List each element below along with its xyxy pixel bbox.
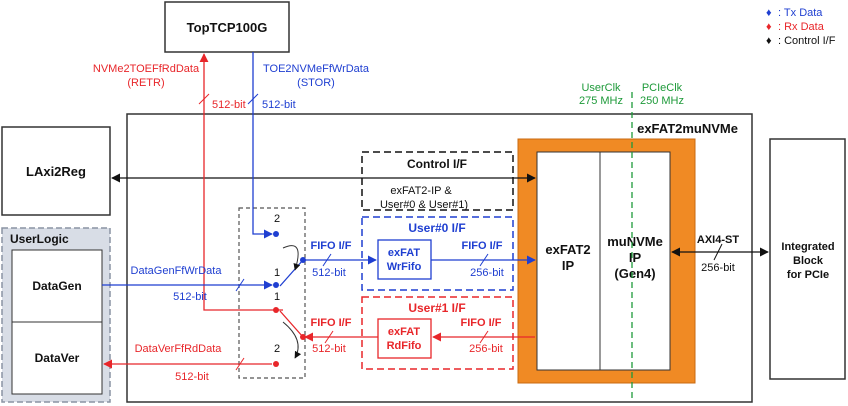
legend-rx-label: : Rx Data (778, 21, 825, 33)
dataver-width: 512-bit (175, 371, 209, 383)
exfat2munvme-block: exFAT2muNVMe (126, 113, 753, 403)
axi4st-label: AXI4-ST (697, 234, 739, 246)
nvme2toe-signal-label: NVMe2TOEFfRdData (93, 63, 200, 75)
rdfifo-width-tick (479, 330, 489, 344)
axi4st-width-tick (713, 243, 723, 261)
pcie-block-label-1: Integrated (781, 241, 834, 253)
wrfifo-label-1: exFAT (388, 247, 420, 259)
nvme2toe-width: 512-bit (212, 99, 246, 111)
pcieclk-label: PCIeClk (642, 82, 683, 94)
control-desc-2: User#0 & User#1) (380, 199, 468, 211)
user0-fifo-if-label: FIFO I/F (311, 240, 352, 252)
mux-out-width-tick (322, 253, 332, 267)
user1-ip-fifo-if-label: FIFO I/F (461, 317, 502, 329)
toe2nvme-stor-label: (STOR) (297, 77, 335, 89)
mux-box (238, 207, 306, 379)
toe2nvme-signal-label: TOE2NVMeFfWrData (263, 63, 370, 75)
user0-ip-width: 256-bit (470, 267, 504, 279)
userclk-freq: 275 MHz (579, 95, 623, 107)
user1-if-label: User#1 I/F (408, 301, 465, 315)
legend-rx-symbol: ♦ (766, 21, 772, 33)
wrfifo-width-tick (479, 253, 489, 267)
toptcp100g-block: TopTCP100G (164, 1, 290, 53)
exfat2munvme-label: exFAT2muNVMe (637, 121, 738, 136)
user0-if-group: User#0 I/F exFAT WrFifo (361, 216, 514, 291)
user0-mux-width: 512-bit (312, 267, 346, 279)
legend-ctrl-symbol: ♦ (766, 35, 772, 47)
dataver-width-tick (235, 357, 245, 371)
nvme2toe-path (199, 53, 283, 311)
rdmux-width-tick (324, 330, 334, 344)
toe2nvme-width-tick (247, 93, 259, 105)
legend-tx-symbol: ♦ (766, 7, 772, 19)
nvme2toe-width-tick (198, 93, 210, 105)
userclk-label: UserClk (581, 82, 621, 94)
rx-mux-switch: 1 2 (273, 291, 306, 367)
axi4st-width: 256-bit (701, 262, 735, 274)
laxi2reg-block: LAxi2Reg (1, 126, 111, 216)
pcie-block-label-2: Block (793, 255, 824, 267)
rdfifo-label-2: RdFifo (387, 340, 422, 352)
pcie-block-label-3: for PCIe (787, 269, 829, 281)
userlogic-block: UserLogic DataGen DataVer (1, 227, 111, 403)
toe2nvme-width: 512-bit (262, 99, 296, 111)
toe2nvme-path (252, 52, 273, 239)
datagen-width: 512-bit (173, 291, 207, 303)
tx-mux-input-1: 1 (274, 267, 280, 279)
user0-if-label: User#0 I/F (408, 221, 465, 235)
rx-mux-input-2: 2 (274, 343, 280, 355)
user1-ip-width: 256-bit (469, 343, 503, 355)
dataver-signal-label: DataVerFfRdData (135, 343, 223, 355)
user1-fifo-if-label: FIFO I/F (311, 317, 352, 329)
legend: ♦ : Tx Data ♦ : Rx Data ♦ : Control I/F (766, 7, 836, 47)
rx-mux-input-1: 1 (274, 291, 280, 303)
userlogic-label: UserLogic (10, 232, 69, 246)
wrfifo-label-2: WrFifo (387, 261, 422, 273)
user0-ip-fifo-if-label: FIFO I/F (462, 240, 503, 252)
legend-tx-label: : Tx Data (778, 7, 823, 19)
rdfifo-label-1: exFAT (388, 326, 420, 338)
munvme-ip-label-3: (Gen4) (614, 266, 655, 281)
exfat2ip-label-2: IP (562, 258, 575, 273)
tx-mux-switch: 2 1 (273, 213, 306, 288)
munvme-ip-label-2: IP (629, 250, 642, 265)
control-if-label: Control I/F (407, 157, 467, 171)
datagen-signal-label: DataGenFfWrData (131, 265, 223, 277)
tx-mux-input-2: 2 (274, 213, 280, 225)
ip-core-container: exFAT2 IP muNVMe IP (Gen4) (517, 138, 696, 384)
control-if-group: Control I/F exFAT2-IP & User#0 & User#1) (361, 151, 514, 211)
user1-mux-width: 512-bit (312, 343, 346, 355)
dataver-label: DataVer (35, 351, 80, 365)
pcie-integrated-block: Integrated Block for PCIe (769, 138, 846, 380)
munvme-ip-label-1: muNVMe (607, 234, 663, 249)
datagen-label: DataGen (32, 279, 81, 293)
user1-if-group: User#1 I/F exFAT RdFifo (361, 296, 514, 370)
control-desc-1: exFAT2-IP & (390, 185, 452, 197)
exfat2ip-label-1: exFAT2 (545, 242, 590, 257)
toptcp100g-label: TopTCP100G (187, 20, 268, 35)
laxi2reg-label: LAxi2Reg (26, 164, 86, 179)
datagen-width-tick (235, 278, 245, 292)
pcieclk-freq: 250 MHz (640, 95, 684, 107)
legend-ctrl-label: : Control I/F (778, 35, 836, 47)
nvme2toe-retr-label: (RETR) (127, 77, 164, 89)
